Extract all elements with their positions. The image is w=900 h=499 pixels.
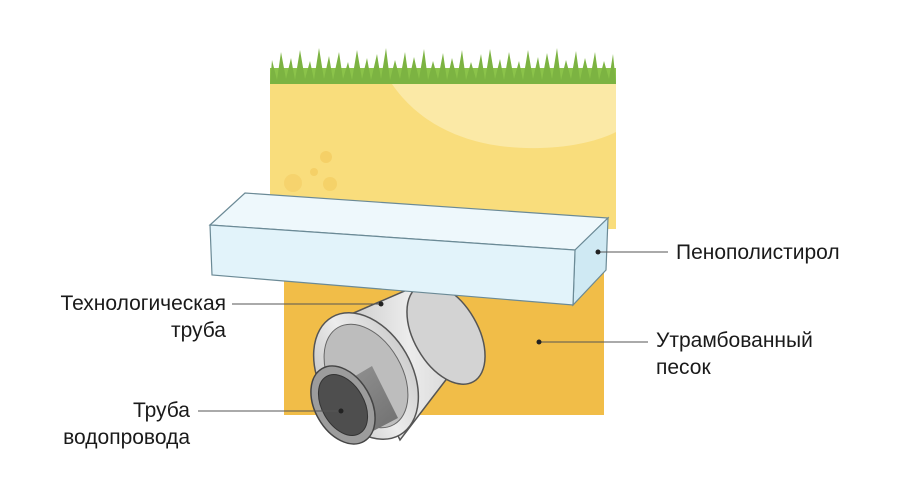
water-pipe xyxy=(310,365,398,445)
compacted-sand-label-line2: песок xyxy=(656,356,711,379)
water-pipe-label-line1: Труба xyxy=(132,399,190,422)
polystyrene-slab xyxy=(208,192,610,307)
polystyrene-label: Пенополистирол xyxy=(676,241,840,264)
water-pipe-label-line2: водопровода xyxy=(63,426,190,449)
grass-layer xyxy=(270,48,616,84)
leader-lines xyxy=(198,249,668,414)
technological-pipe-label-line2: труба xyxy=(170,319,226,342)
technological-pipe-label-line1: Технологическая xyxy=(60,292,226,315)
compacted-sand-label-line1: Утрамбованный xyxy=(656,329,813,352)
